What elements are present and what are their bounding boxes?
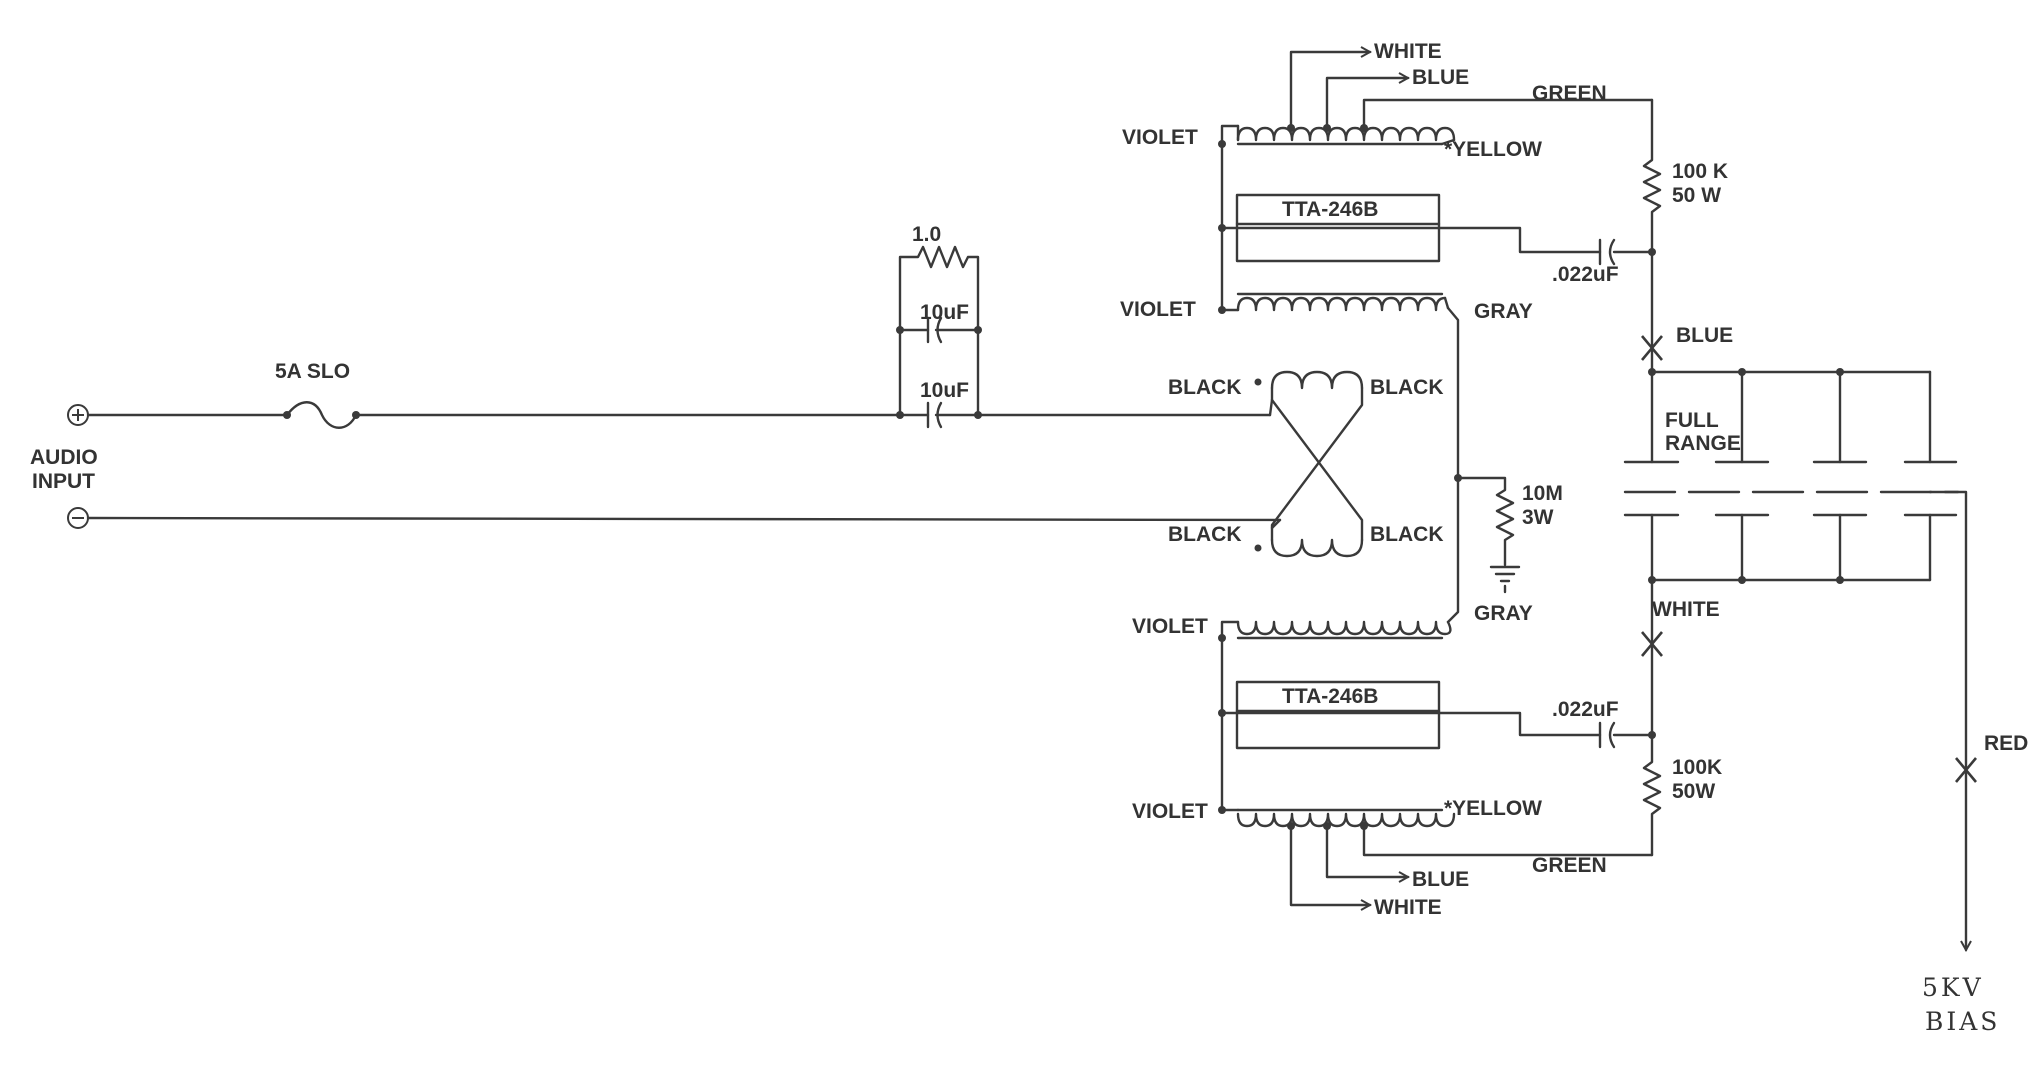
bottom-tta-label: TTA-246B (1282, 685, 1378, 708)
full-range-label: FULL (1665, 409, 1719, 432)
audio-input-label: AUDIO (30, 446, 98, 469)
full-range-label-2: RANGE (1665, 432, 1741, 455)
bottom-transformer (1218, 620, 1654, 905)
cap-10uf-a-label: 10uF (920, 301, 969, 324)
resistor-3w-label: 3W (1522, 506, 1554, 529)
bottom-resistor-branch (1641, 578, 1663, 857)
top-100k-label: 100 K (1672, 160, 1728, 183)
negative-line (86, 516, 1282, 522)
top-white-label: WHITE (1374, 40, 1442, 63)
ground-icon (1489, 565, 1521, 594)
top-resistor-branch (1641, 98, 1663, 374)
bottom-100k-label: 100K (1672, 756, 1722, 779)
top-violet-b-label: VIOLET (1120, 298, 1196, 321)
resistor-10m-label: 10M (1522, 482, 1563, 505)
top-gray-label: GRAY (1474, 300, 1533, 323)
blue-x-label: BLUE (1676, 324, 1733, 347)
bottom-green-label: GREEN (1532, 854, 1607, 877)
bottom-yellow-label: *YELLOW (1444, 797, 1542, 820)
cap-10uf-b-label: 10uF (920, 379, 969, 402)
bottom-violet-b-label: VIOLET (1132, 800, 1208, 823)
red-x-label: RED (1984, 732, 2028, 755)
black-bottom-right-label: BLACK (1370, 523, 1444, 546)
bias-label: BIAS (1925, 1007, 2000, 1036)
top-blue-label: BLUE (1412, 66, 1469, 89)
top-green-label: GREEN (1532, 82, 1607, 105)
audio-input-label-2: INPUT (32, 470, 95, 493)
black-bottom-left-label: BLACK (1168, 523, 1242, 546)
top-transformer (1218, 52, 1654, 314)
bottom-gray-label: GRAY (1474, 602, 1533, 625)
resistor-1-0-label: 1.0 (912, 223, 941, 246)
positive-line (86, 401, 1272, 429)
bias-5kv-label: 5KV (1922, 973, 1984, 1002)
black-top-left-label: BLACK (1168, 376, 1242, 399)
bottom-cap-label: .022uF (1552, 698, 1619, 721)
bottom-white-label: WHITE (1374, 896, 1442, 919)
top-50w-label: 50 W (1672, 184, 1721, 207)
top-violet-a-label: VIOLET (1122, 126, 1198, 149)
bottom-50w-label: 50W (1672, 780, 1715, 803)
gray-bus (1446, 306, 1515, 624)
bottom-blue-label: BLUE (1412, 868, 1469, 891)
top-yellow-label: *YELLOW (1444, 138, 1542, 161)
full-range-panel (1623, 368, 1977, 950)
input-transformer (1254, 370, 1364, 558)
input-cap-network (896, 245, 982, 429)
fuse-label: 5A SLO (275, 360, 350, 383)
top-cap-label: .022uF (1552, 263, 1619, 286)
white-x-label: WHITE (1652, 598, 1720, 621)
top-tta-label: TTA-246B (1282, 198, 1378, 221)
black-top-right-label: BLACK (1370, 376, 1444, 399)
bottom-violet-a-label: VIOLET (1132, 615, 1208, 638)
